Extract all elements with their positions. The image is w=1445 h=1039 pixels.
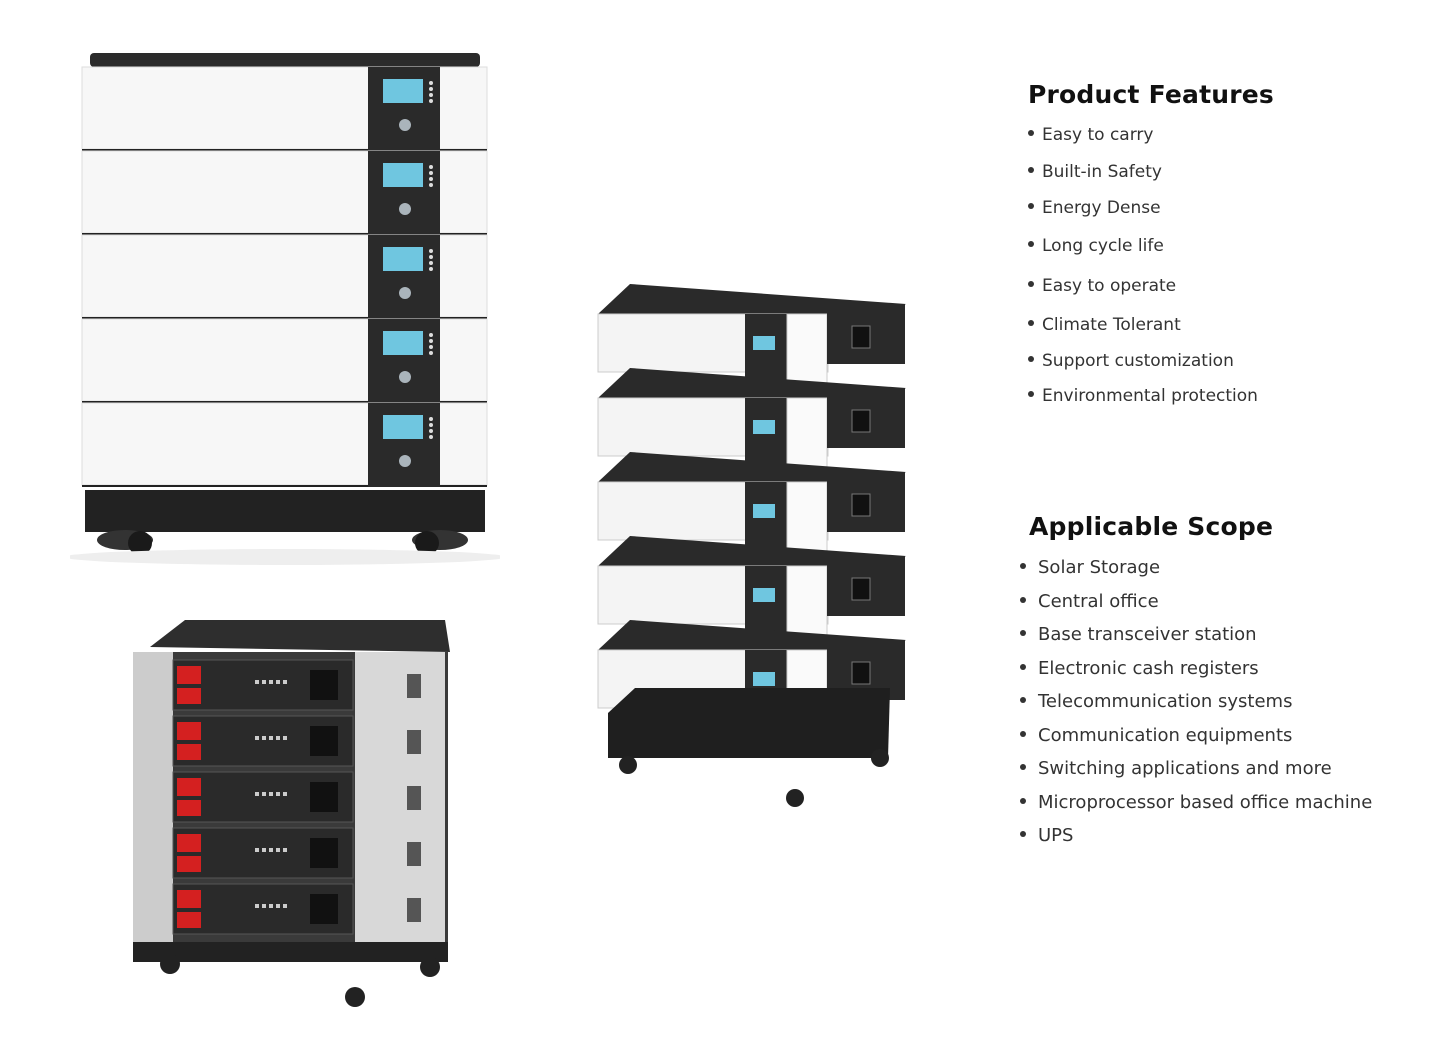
rack-battery-module <box>172 659 421 711</box>
feature-label: Easy to carry <box>1042 125 1154 145</box>
feature-label: Support customization <box>1042 351 1234 371</box>
feature-item: Easy to operate <box>1028 276 1176 296</box>
lcd-screen <box>383 331 423 355</box>
scope-label: Central office <box>1038 590 1159 612</box>
feature-item: Built-in Safety <box>1028 162 1162 182</box>
stacked-battery-cabinet-image <box>70 53 500 565</box>
lcd-screen <box>383 415 423 439</box>
scope-label: Electronic cash registers <box>1038 657 1259 679</box>
battery-rack-rear-image <box>133 620 450 1007</box>
scope-label: Telecommunication systems <box>1038 691 1293 712</box>
feature-item: Energy Dense <box>1028 198 1161 218</box>
lcd-screen <box>383 247 423 271</box>
scope-item: Base transceiver station <box>1020 624 1257 645</box>
stacked-battery-tray <box>597 284 906 387</box>
battery-module <box>81 318 488 403</box>
power-button-icon <box>399 203 411 215</box>
bullet-icon <box>1028 203 1034 209</box>
battery-module <box>81 150 488 235</box>
scope-item: Microprocessor based office machine <box>1020 792 1372 813</box>
scope-item: Communication equipments <box>1020 725 1292 746</box>
bullet-icon <box>1028 356 1034 362</box>
bullet-icon <box>1020 563 1026 569</box>
power-button-icon <box>399 455 411 467</box>
feature-item: Support customization <box>1028 351 1234 371</box>
power-button-icon <box>399 371 411 383</box>
scope-label: Base transceiver station <box>1038 624 1257 645</box>
rack-battery-module <box>172 771 421 823</box>
product-features-title: Product Features <box>1028 80 1274 109</box>
feature-label: Long cycle life <box>1042 236 1164 256</box>
bullet-icon <box>1028 167 1034 173</box>
rack-battery-module <box>172 883 421 935</box>
feature-item: Environmental protection <box>1028 386 1258 406</box>
lcd-screen <box>383 79 423 103</box>
feature-label: Environmental protection <box>1042 386 1258 406</box>
bullet-icon <box>1020 797 1026 804</box>
bullet-icon <box>1028 241 1034 247</box>
feature-label: Easy to operate <box>1042 276 1177 296</box>
feature-label: Climate Tolerant <box>1042 315 1181 335</box>
bullet-icon <box>1028 391 1034 397</box>
feature-item: Climate Tolerant <box>1028 315 1181 335</box>
feature-label: Energy Dense <box>1042 198 1161 218</box>
applicable-scope-title: Applicable Scope <box>1029 512 1274 541</box>
bullet-icon <box>1020 630 1026 636</box>
scope-label: Microprocessor based office machine <box>1038 791 1373 813</box>
scope-label: Solar Storage <box>1038 557 1161 578</box>
scope-label: Communication equipments <box>1038 724 1293 746</box>
bullet-icon <box>1020 831 1026 837</box>
scope-item: Switching applications and more <box>1020 758 1332 779</box>
bullet-icon <box>1028 130 1034 136</box>
scope-item: Telecommunication systems <box>1020 691 1292 712</box>
bullet-icon <box>1028 320 1034 326</box>
battery-module <box>81 66 488 151</box>
scope-label: Switching applications and more <box>1038 758 1332 779</box>
battery-module <box>81 402 488 487</box>
bullet-icon <box>1020 596 1026 603</box>
battery-module <box>81 234 488 319</box>
feature-item: Easy to carry <box>1028 125 1153 145</box>
bullet-icon <box>1020 730 1026 737</box>
feature-item: Long cycle life <box>1028 236 1164 256</box>
rack-battery-module <box>172 715 421 767</box>
power-button-icon <box>399 119 411 131</box>
scope-item: UPS <box>1020 825 1073 846</box>
bullet-icon <box>1020 663 1026 670</box>
exploded-battery-stack-image <box>597 284 906 807</box>
scope-label: UPS <box>1038 825 1074 846</box>
bullet-icon <box>1020 697 1026 703</box>
scope-item: Electronic cash registers <box>1020 658 1259 679</box>
lcd-screen <box>383 163 423 187</box>
bullet-icon <box>1028 281 1034 287</box>
power-button-icon <box>399 287 411 299</box>
scope-item: Central office <box>1020 591 1159 612</box>
stacked-battery-tray <box>597 536 906 639</box>
stacked-battery-tray <box>597 452 906 555</box>
rack-battery-module <box>172 827 421 879</box>
scope-item: Solar Storage <box>1020 557 1160 578</box>
bullet-icon <box>1020 764 1026 770</box>
feature-label: Built-in Safety <box>1042 162 1162 182</box>
stacked-battery-tray <box>597 368 906 471</box>
